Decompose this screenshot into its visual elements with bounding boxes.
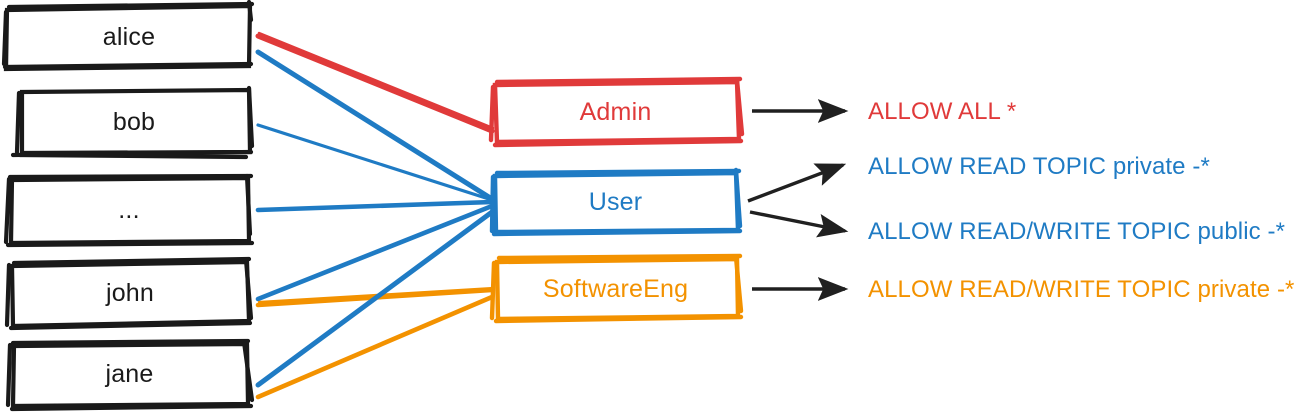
link-john-user [255, 203, 495, 302]
role-box-softwareeng[interactable] [489, 253, 744, 324]
permission-readwrite-topic-private: ALLOW READ/WRITE TOPIC private -* [868, 276, 1295, 303]
link-alice-user [255, 49, 495, 202]
link-bob-user [256, 123, 494, 202]
role-box-user[interactable] [489, 167, 743, 237]
permission-allow-all: ALLOW ALL * [868, 98, 1017, 125]
link-ellipsis-user [255, 199, 495, 213]
user-box-john[interactable] [4, 256, 254, 331]
user-box-ellipsis[interactable] [3, 173, 255, 248]
link-jane-softwareeng [255, 294, 495, 400]
arrow-user-to-perm-readwrite-public [749, 210, 849, 238]
role-box-admin[interactable] [488, 76, 745, 148]
user-box-bob[interactable] [10, 85, 255, 160]
link-alice-admin [255, 31, 495, 134]
link-jane-user [255, 209, 495, 388]
permission-read-topic-private: ALLOW READ TOPIC private -* [868, 153, 1210, 180]
permission-readwrite-topic-public: ALLOW READ/WRITE TOPIC public -* [868, 218, 1286, 245]
arrow-user-to-perm-read-private [747, 163, 847, 203]
user-box-jane[interactable] [5, 338, 255, 412]
user-box-alice[interactable] [1, 0, 255, 72]
